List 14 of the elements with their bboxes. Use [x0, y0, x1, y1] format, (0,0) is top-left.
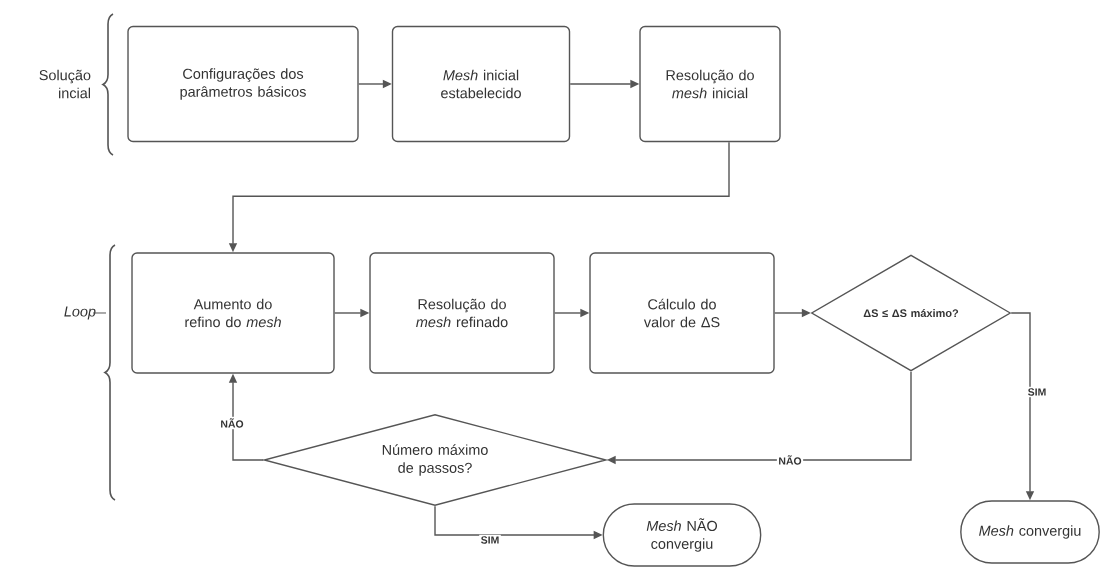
- terminal-box: Mesh NÃO convergiu: [602, 503, 762, 567]
- process-box: Resolução do mesh inicial: [639, 25, 781, 143]
- edge-label: SIM: [1026, 386, 1048, 398]
- edge-label: SIM: [479, 534, 501, 546]
- terminal-box: Mesh convergiu: [960, 500, 1100, 564]
- process-box: Configurações dos parâmetros básicos: [127, 25, 359, 143]
- process-box: Aumento do refino do mesh: [131, 252, 335, 374]
- edge-label: NÃO: [218, 416, 246, 430]
- edge-label: NÃO: [776, 453, 804, 467]
- process-box: Mesh inicial estabelecido: [391, 25, 571, 143]
- side-label: Loop: [64, 306, 96, 320]
- process-box: Cálculo do valor de ΔS: [589, 252, 775, 374]
- side-label: Solução incial: [39, 69, 91, 99]
- process-box: Resolução do mesh refinado: [369, 252, 555, 374]
